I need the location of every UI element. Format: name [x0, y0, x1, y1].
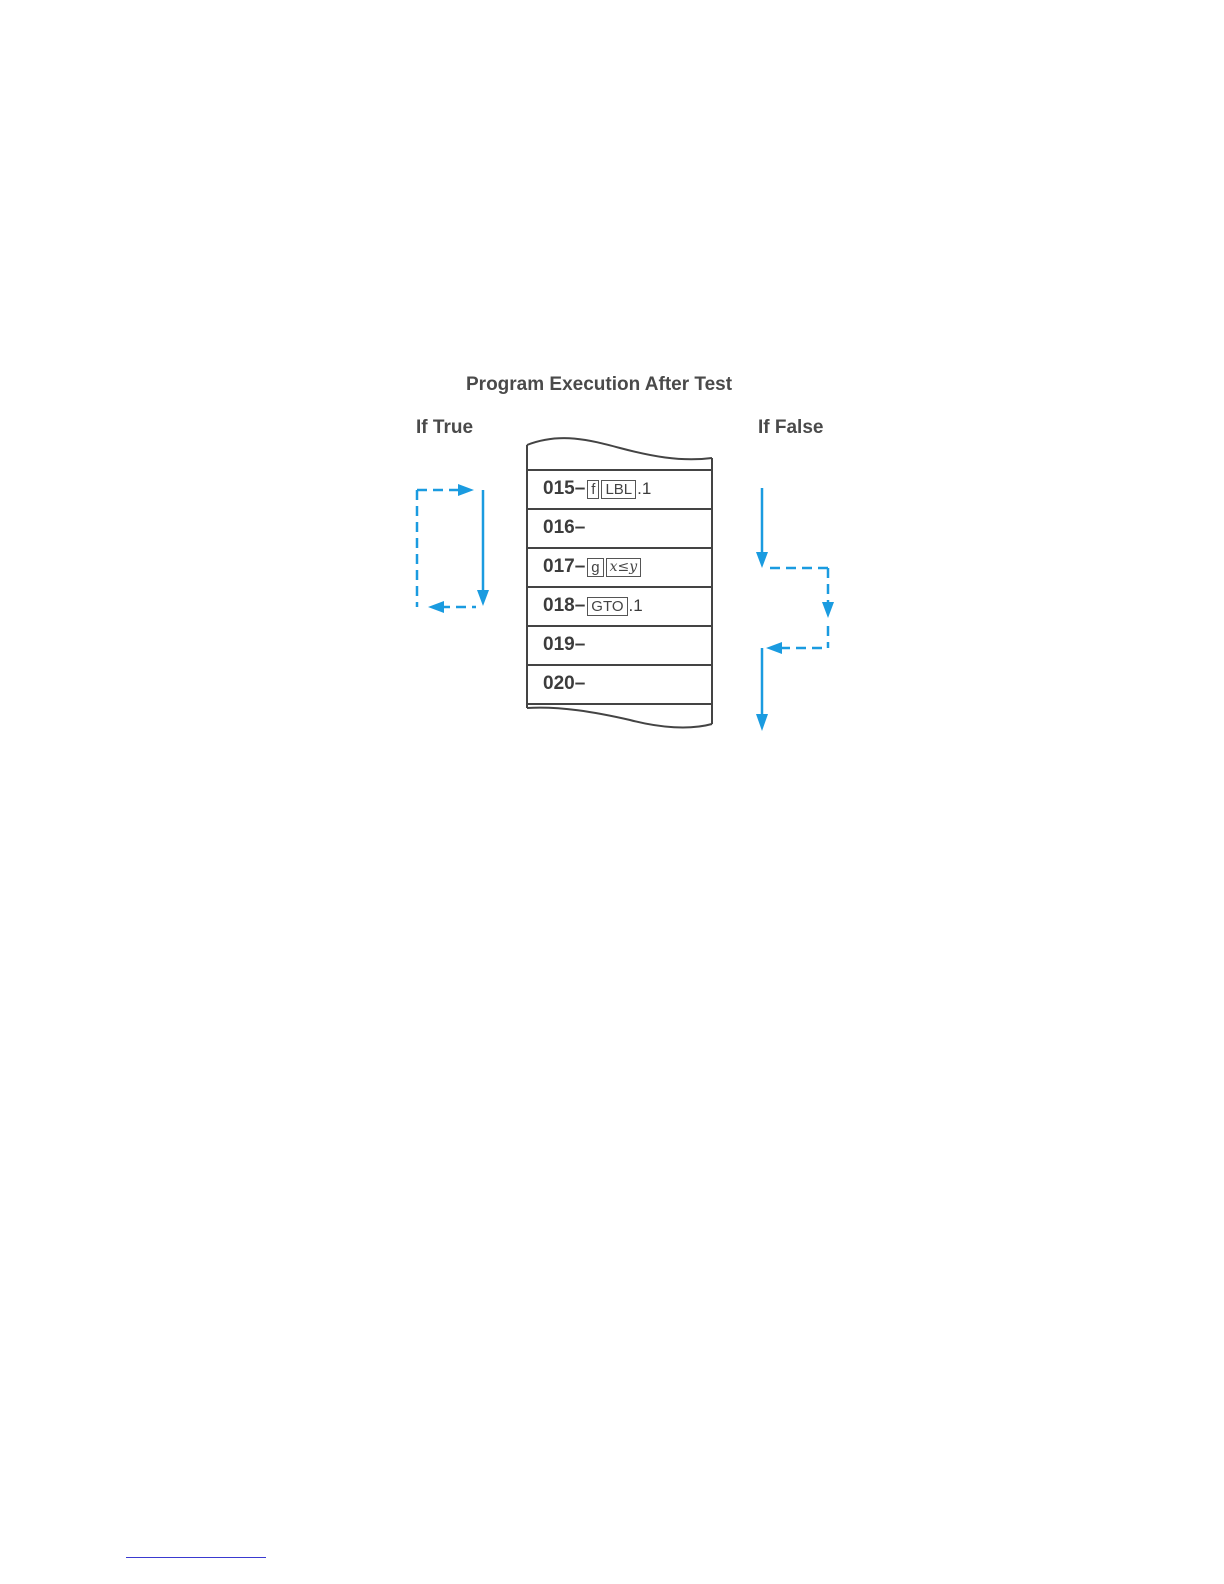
line-number: 015–: [543, 478, 585, 500]
gto-key: GTO: [587, 597, 627, 616]
program-line-020: 020–: [543, 670, 585, 698]
program-line-015: 015– f LBL .1: [543, 475, 651, 503]
program-line-019: 019–: [543, 631, 585, 659]
program-line-016: 016–: [543, 514, 585, 542]
true-left-arrowhead: [428, 601, 444, 613]
line-number: 020–: [543, 673, 585, 695]
label-suffix: .1: [629, 596, 643, 616]
x-le-y-key: x≤y: [606, 558, 642, 577]
false-right-down-arrowhead: [822, 602, 834, 618]
label-suffix: .1: [637, 479, 651, 499]
line-number: 019–: [543, 634, 585, 656]
program-line-017: 017– g x≤y: [543, 553, 641, 581]
footnote-rule: [126, 1557, 266, 1558]
false-left-arrowhead: [766, 642, 782, 654]
false-branch-arrows: [762, 488, 828, 716]
true-top-arrowhead: [458, 484, 474, 496]
true-branch-arrows: [417, 490, 483, 607]
line-number: 016–: [543, 517, 585, 539]
f-key: f: [587, 480, 599, 499]
lbl-key: LBL: [601, 480, 636, 499]
g-key: g: [587, 558, 603, 577]
program-line-018: 018– GTO .1: [543, 592, 643, 620]
true-down-arrowhead: [477, 590, 489, 606]
line-number: 017–: [543, 556, 585, 578]
false-final-down-arrowhead: [756, 714, 768, 731]
line-number: 018–: [543, 595, 585, 617]
false-first-down-arrowhead: [756, 552, 768, 568]
